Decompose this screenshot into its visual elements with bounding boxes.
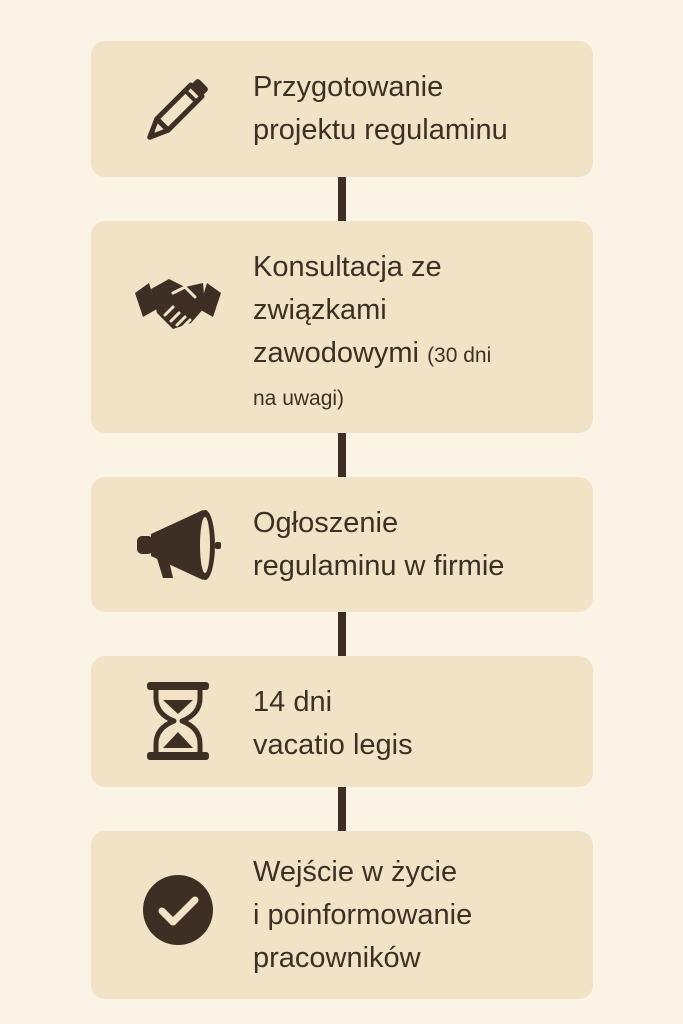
step-5-line-1: Wejście w życie [253,856,458,888]
step-2-line-3-text: zawodowymi [253,337,419,369]
connector-4 [338,787,346,831]
step-card-2: Konsultacja ze związkami zawodowymi (30 … [91,221,593,433]
pencil-icon [133,64,223,154]
check-circle-icon [133,865,223,955]
hourglass-icon [133,676,223,766]
step-2-line-1: Konsultacja ze [253,251,442,283]
step-5-line-3: pracowników [253,942,421,974]
step-2-note-b: na uwagi) [253,387,345,410]
step-card-5: Wejście w życie i poinformowanie pracown… [91,831,593,999]
step-2-line-3: zawodowymi (30 dni [253,332,575,377]
step-card-1: Przygotowanie projektu regulaminu [91,41,593,177]
step-3-line-2: regulaminu w firmie [253,550,505,582]
step-1-text: Przygotowanie projektu regulaminu [253,66,575,152]
step-4-text: 14 dni vacatio legis [253,681,575,767]
step-4-line-2: vacatio legis [253,729,413,761]
connector-1 [338,177,346,221]
connector-3 [338,612,346,656]
step-1-line-1: Przygotowanie [253,71,444,103]
step-2-text: Konsultacja ze związkami zawodowymi (30 … [253,246,575,420]
step-card-4: 14 dni vacatio legis [91,656,593,787]
step-3-text: Ogłoszenie regulaminu w firmie [253,502,575,588]
step-5-text: Wejście w życie i poinformowanie pracown… [253,851,575,980]
step-3-line-1: Ogłoszenie [253,507,399,539]
megaphone-icon [133,500,223,590]
step-card-3: Ogłoszenie regulaminu w firmie [91,477,593,612]
step-2-note-a: (30 dni [427,344,492,367]
handshake-icon [133,257,223,347]
step-2-line-2: związkami [253,294,387,326]
step-1-line-2: projektu regulaminu [253,114,508,146]
step-4-line-1: 14 dni [253,686,333,718]
connector-2 [338,433,346,477]
step-5-line-2: i poinformowanie [253,899,473,931]
